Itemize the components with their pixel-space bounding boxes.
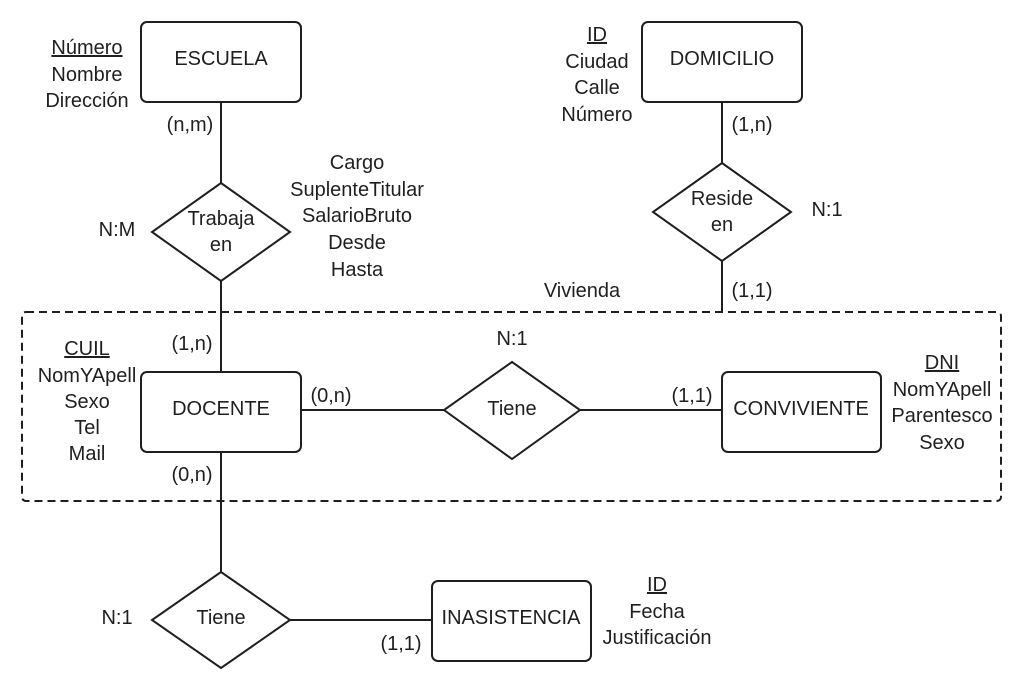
relationship-reside-en[interactable]: Reside en (651, 161, 793, 263)
attr-domicilio-3: Número (561, 104, 632, 126)
entity-conviviente-label: CONVIVIENTE (733, 398, 869, 420)
relationship-reside-en-line1: Reside (691, 188, 753, 210)
vivienda-group (21, 311, 1002, 502)
entity-conviviente[interactable]: CONVIVIENTE (721, 371, 882, 453)
card-domicilio-reside: (1,n) (731, 114, 772, 136)
relationship-tiene-inasistencia-label: Tiene (196, 607, 245, 629)
card-vivienda-reside: (1,1) (731, 280, 772, 302)
attr-docente-3: Tel (74, 417, 100, 439)
attr-trabaja-5: Hasta (331, 259, 384, 281)
attr-inasistencia-1: Fecha (629, 601, 685, 623)
attr-conviviente-key: DNI (925, 352, 959, 374)
entity-docente[interactable]: DOCENTE (140, 371, 302, 453)
attr-conviviente-3: Sexo (919, 432, 965, 454)
ratio-tiene-conviviente: N:1 (496, 328, 527, 350)
relationship-tiene-inasistencia[interactable]: Tiene (150, 570, 292, 670)
relationship-trabaja-en[interactable]: Trabaja en (150, 181, 292, 283)
attr-inasistencia-key: ID (647, 574, 667, 596)
attr-escuela-key: Número (51, 37, 122, 59)
attr-docente-2: Sexo (64, 391, 110, 413)
attr-trabaja-2: SuplenteTitular (290, 179, 424, 201)
relationship-trabaja-en-line1: Trabaja (187, 208, 255, 230)
attr-docente-4: Mail (69, 443, 106, 465)
attr-trabaja-4: Desde (328, 232, 386, 254)
relationship-tiene-conviviente[interactable]: Tiene (442, 360, 582, 461)
attr-docente-1: NomYApell (38, 365, 137, 387)
attr-domicilio-2: Calle (574, 77, 620, 99)
attr-domicilio-1: Ciudad (565, 51, 628, 73)
attr-conviviente-2: Parentesco (891, 405, 992, 427)
attr-conviviente-1: NomYApell (893, 379, 992, 401)
entity-docente-label: DOCENTE (172, 398, 270, 420)
attr-trabaja-3: SalarioBruto (302, 205, 412, 227)
entity-escuela[interactable]: ESCUELA (140, 21, 302, 103)
card-docente-trabaja: (1,n) (171, 333, 212, 355)
card-docente-tiene-conv: (0,n) (310, 385, 351, 407)
attr-escuela-1: Nombre (51, 64, 122, 86)
entity-domicilio-label: DOMICILIO (670, 48, 774, 70)
vivienda-label: Vivienda (544, 280, 621, 302)
ratio-reside-en: N:1 (811, 199, 842, 221)
entity-escuela-label: ESCUELA (174, 48, 268, 70)
attr-trabaja-1: Cargo (330, 152, 384, 174)
attr-escuela-2: Dirección (45, 90, 128, 112)
card-docente-tiene-inas: (0,n) (171, 464, 212, 486)
card-inasistencia-tiene: (1,1) (380, 633, 421, 655)
ratio-tiene-inasistencia: N:1 (101, 607, 132, 629)
entity-domicilio[interactable]: DOMICILIO (641, 21, 803, 103)
attr-inasistencia-2: Justificación (603, 627, 712, 649)
relationship-tiene-conviviente-label: Tiene (487, 398, 536, 420)
card-conviviente-tiene: (1,1) (671, 385, 712, 407)
card-escuela-trabaja: (n,m) (167, 114, 214, 136)
attr-domicilio-key: ID (587, 24, 607, 46)
attr-docente-key: CUIL (64, 338, 110, 360)
entity-inasistencia[interactable]: INASISTENCIA (431, 580, 592, 662)
ratio-trabaja-en: N:M (99, 219, 136, 241)
entity-inasistencia-label: INASISTENCIA (442, 607, 582, 629)
relationship-trabaja-en-line2: en (210, 234, 232, 256)
relationship-reside-en-line2: en (711, 214, 733, 236)
